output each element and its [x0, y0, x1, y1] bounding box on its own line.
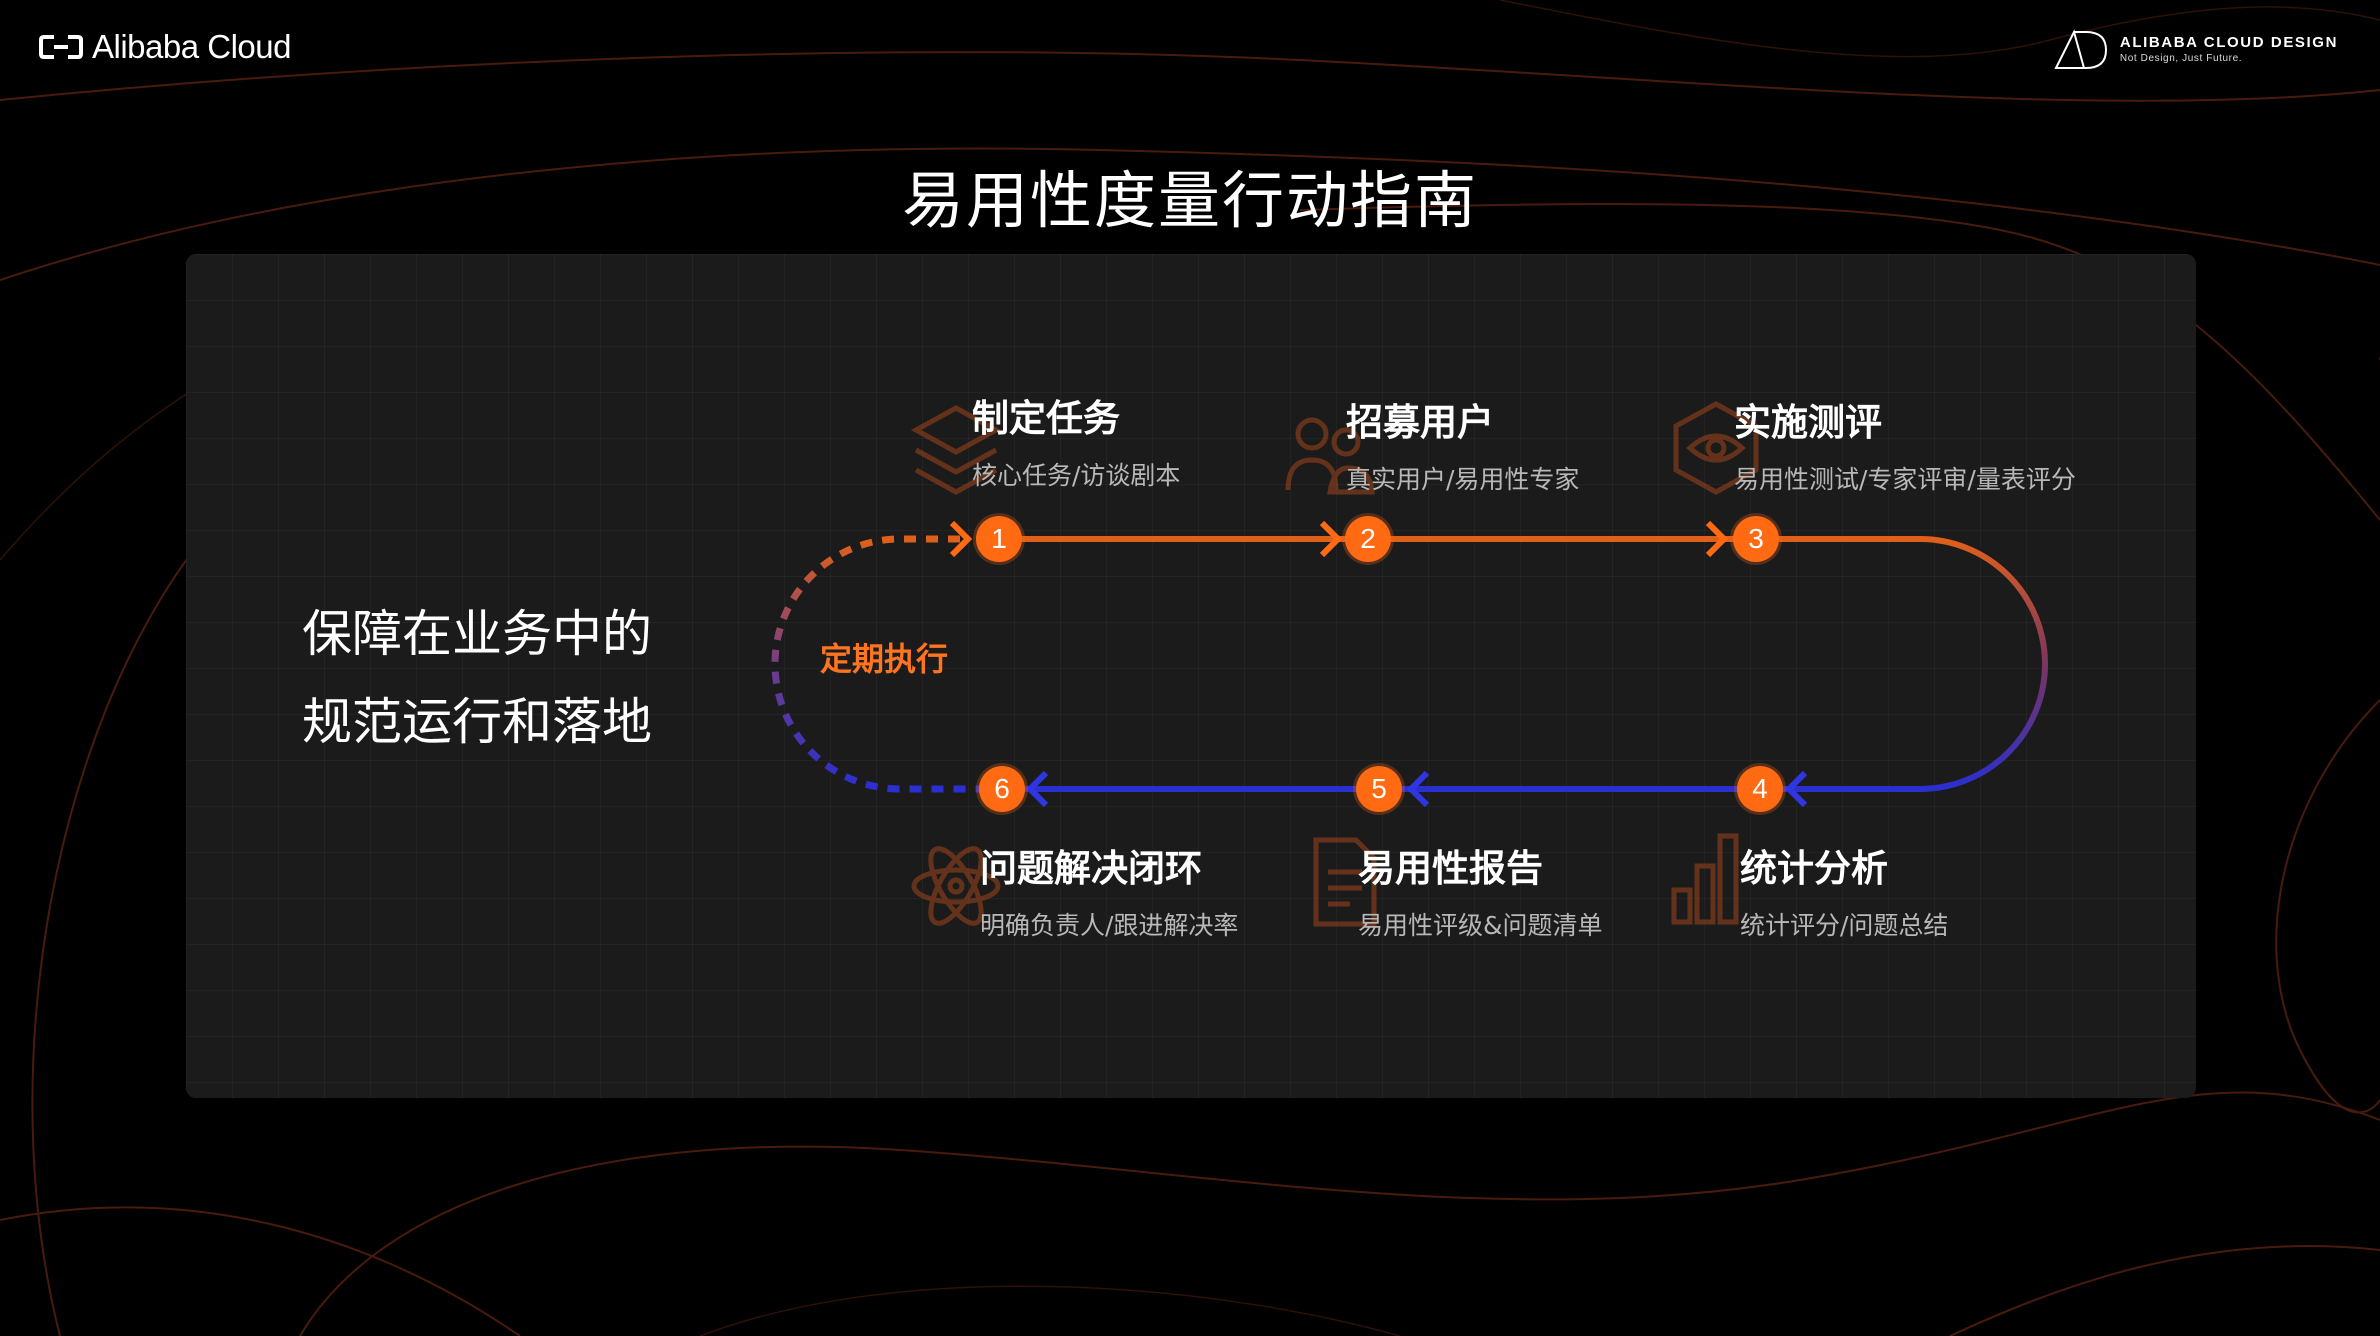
step-4-number-badge: 4 [1737, 766, 1783, 812]
step-1: 制定任务 核心任务/访谈剧本 [972, 388, 1180, 492]
step-4-title: 统计分析 [1740, 847, 1888, 890]
step-2-title: 招募用户 [1346, 401, 1494, 444]
hexagon-eye-icon [1673, 401, 1759, 495]
step-6-title: 问题解决闭环 [980, 847, 1202, 890]
layers-icon [910, 405, 1002, 495]
atom-icon [911, 846, 1001, 926]
logo-right-brand: ALIBABA CLOUD DESIGN [2119, 34, 2338, 51]
right-return-curve [1760, 536, 2048, 792]
step-4: 统计分析 统计评分/问题总结 [1740, 838, 1948, 942]
document-icon [1313, 837, 1377, 927]
subtitle-line-2: 规范运行和落地 [302, 693, 652, 751]
alibaba-cloud-logo: Alibaba Cloud [38, 28, 291, 66]
ad-mark-icon [2054, 29, 2107, 69]
page-title: 易用性度量行动指南 [901, 164, 1478, 237]
alibaba-cloud-design-logo: ALIBABA CLOUD DESIGN Not Design, Just Fu… [2052, 28, 2338, 70]
bar-chart-icon [1671, 833, 1739, 925]
loop-label: 定期执行 [820, 640, 949, 678]
step-5-desc: 易用性评级&问题清单 [1358, 911, 1603, 940]
chevrons-bottom [1025, 770, 1808, 808]
step-2: 招募用户 真实用户/易用性专家 [1346, 392, 1579, 496]
logo-right-tagline: Not Design, Just Future. [2119, 53, 2243, 64]
step-4-desc: 统计评分/问题总结 [1740, 911, 1949, 940]
subtitle-line-1: 保障在业务中的 [302, 605, 652, 663]
step-6: 问题解决闭环 明确负责人/跟进解决率 [980, 838, 1238, 942]
step-5-number-badge: 5 [1356, 766, 1402, 812]
step-5-title: 易用性报告 [1358, 847, 1543, 890]
logo-left-text: Alibaba Cloud [92, 28, 291, 65]
step-3-title: 实施测评 [1734, 401, 1882, 444]
step-5: 易用性报告 易用性评级&问题清单 [1358, 838, 1603, 942]
dashed-loop-curve [771, 535, 980, 793]
step-6-number-badge: 6 [979, 766, 1025, 812]
step-3-number-badge: 3 [1733, 516, 1779, 562]
step-3: 实施测评 易用性测试/专家评审/量表评分 [1734, 392, 2076, 496]
step-3-desc: 易用性测试/专家评审/量表评分 [1734, 465, 2076, 494]
subtitle: 保障在业务中的 规范运行和落地 [302, 590, 652, 766]
step-1-title: 制定任务 [972, 397, 1120, 440]
step-6-desc: 明确负责人/跟进解决率 [980, 911, 1239, 940]
content-panel [186, 254, 2196, 1098]
chevrons-top [949, 520, 1729, 558]
alibaba-cloud-bracket-icon [39, 35, 83, 59]
step-2-number-badge: 2 [1345, 516, 1391, 562]
step-1-desc: 核心任务/访谈剧本 [972, 461, 1181, 490]
step-1-number-badge: 1 [976, 516, 1022, 562]
step-2-desc: 真实用户/易用性专家 [1346, 465, 1580, 494]
users-icon [1285, 417, 1375, 495]
